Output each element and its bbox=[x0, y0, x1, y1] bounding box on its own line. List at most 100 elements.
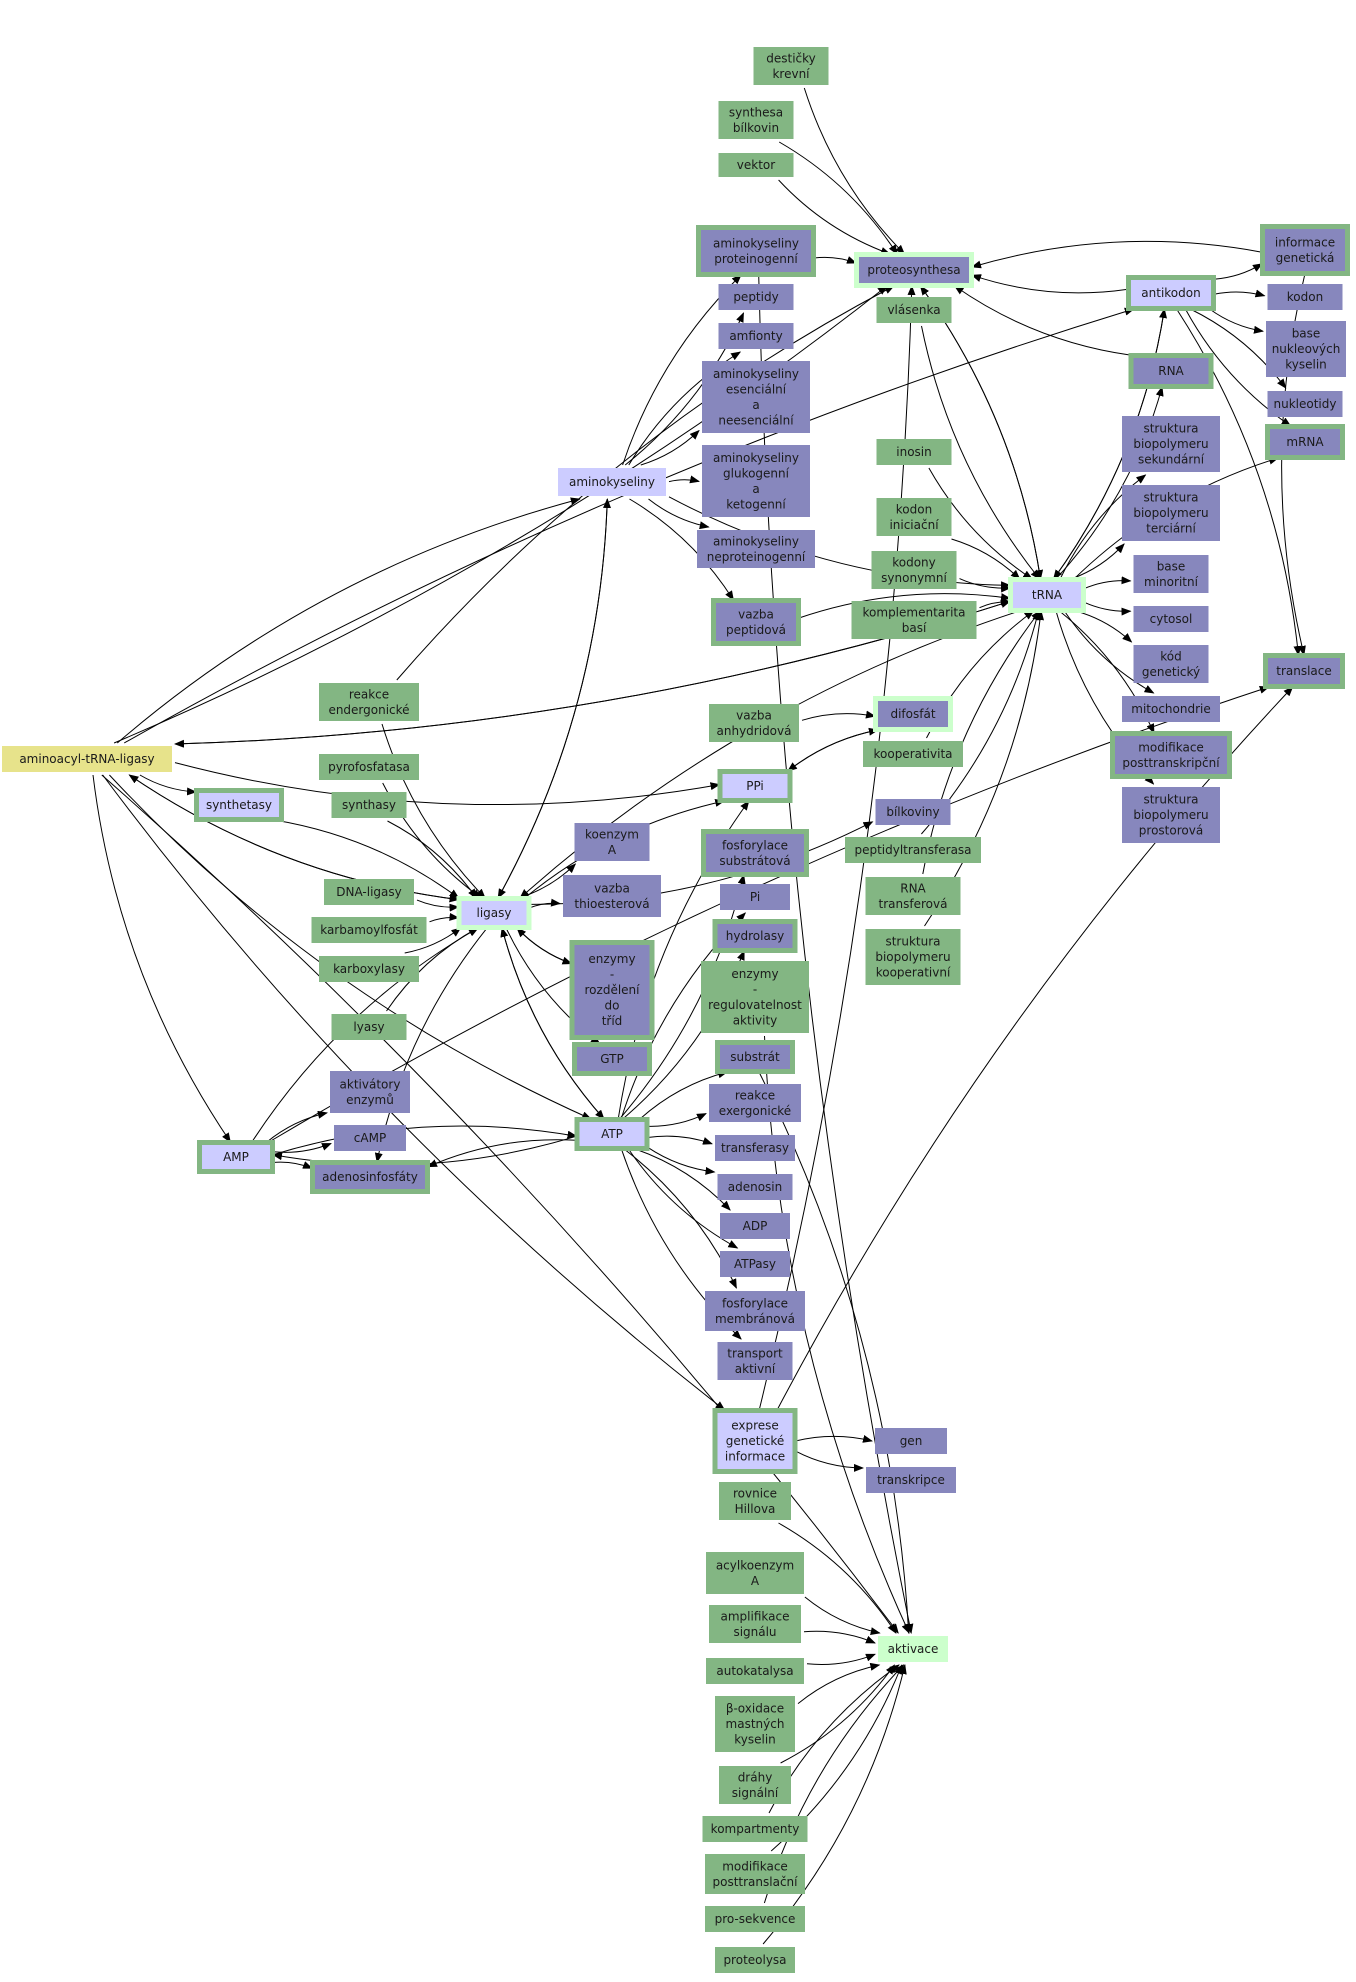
node-karbamoylfosfat[interactable]: karbamoylfosfát bbox=[311, 917, 427, 943]
node-proteosynthesa[interactable]: proteosynthesa bbox=[854, 252, 974, 288]
node-ppi[interactable]: PPi bbox=[717, 769, 793, 803]
node-amfionty[interactable]: amfionty bbox=[718, 323, 794, 349]
node-pro-sekvence[interactable]: pro-sekvence bbox=[705, 1906, 805, 1932]
node-transkripce[interactable]: transkripce bbox=[866, 1467, 956, 1493]
node-atp[interactable]: ATP bbox=[574, 1117, 650, 1151]
node-rna[interactable]: RNA bbox=[1128, 353, 1214, 389]
node-gen[interactable]: gen bbox=[875, 1428, 947, 1454]
node-aminoacyl[interactable]: aminoacyl-tRNA-ligasy bbox=[2, 746, 172, 772]
node-hydrolasy[interactable]: hydrolasy bbox=[712, 919, 798, 953]
node-label: peptidová bbox=[726, 623, 786, 637]
node-label: aktivátory bbox=[340, 1077, 401, 1091]
node-aktivace[interactable]: aktivace bbox=[878, 1636, 948, 1662]
node-translace[interactable]: translace bbox=[1263, 653, 1345, 689]
edge-ligasy-to-koenzym-a bbox=[518, 863, 577, 899]
node-antikodon[interactable]: antikodon bbox=[1126, 275, 1216, 311]
edge-aminoacyl-to-aktivace bbox=[101, 774, 899, 1634]
node-pi[interactable]: Pi bbox=[720, 884, 790, 910]
node-pyrofosfatasa[interactable]: pyrofosfatasa bbox=[319, 754, 419, 780]
node-adenosinfosfaty[interactable]: adenosinfosfáty bbox=[310, 1160, 430, 1194]
node-nukleotidy[interactable]: nukleotidy bbox=[1267, 391, 1343, 417]
node-adp[interactable]: ADP bbox=[720, 1213, 790, 1239]
node-dna-ligasy[interactable]: DNA-ligasy bbox=[324, 879, 414, 905]
node-trna[interactable]: tRNA bbox=[1008, 577, 1086, 613]
node-box bbox=[702, 361, 810, 433]
node-synthasy[interactable]: synthasy bbox=[331, 792, 407, 818]
node-camp[interactable]: cAMP bbox=[334, 1125, 406, 1151]
node-vlasenka[interactable]: vlásenka bbox=[876, 297, 952, 323]
node-peptidy[interactable]: peptidy bbox=[718, 284, 794, 310]
node-aminokyseliny[interactable]: aminokyseliny bbox=[558, 468, 666, 496]
node-synthetasy[interactable]: synthetasy bbox=[194, 788, 284, 822]
node-label: esenciální bbox=[726, 382, 787, 396]
node-proteolysa[interactable]: proteolysa bbox=[715, 1947, 795, 1973]
node-box bbox=[705, 1854, 805, 1894]
node-gtp[interactable]: GTP bbox=[572, 1042, 652, 1076]
node-kooperativita[interactable]: kooperativita bbox=[863, 741, 963, 767]
edges-layer bbox=[92, 87, 1306, 1945]
node-label: struktura bbox=[1143, 793, 1198, 807]
node-atpasy[interactable]: ATPasy bbox=[720, 1251, 790, 1277]
node-mitochondrie[interactable]: mitochondrie bbox=[1122, 696, 1220, 722]
node-difosfat[interactable]: difosfát bbox=[873, 696, 953, 732]
node-amp[interactable]: AMP bbox=[197, 1140, 275, 1174]
node-ligasy[interactable]: ligasy bbox=[456, 896, 532, 930]
node-bilkoviny[interactable]: bílkoviny bbox=[875, 799, 951, 825]
node-adenosin[interactable]: adenosin bbox=[717, 1174, 793, 1200]
node-substrat[interactable]: substrát bbox=[715, 1040, 795, 1074]
node-karboxylasy[interactable]: karboxylasy bbox=[319, 956, 419, 982]
node-mrna[interactable]: mRNA bbox=[1265, 424, 1345, 460]
node-autokatalysa[interactable]: autokatalysa bbox=[706, 1658, 804, 1684]
node-box bbox=[718, 284, 794, 310]
node-lyasy[interactable]: lyasy bbox=[331, 1014, 407, 1040]
node-vektor[interactable]: vektor bbox=[718, 153, 794, 177]
node-label: posttranslační bbox=[713, 1875, 799, 1889]
node-label: ADP bbox=[743, 1219, 768, 1233]
node-cytosol[interactable]: cytosol bbox=[1133, 606, 1209, 632]
node-peptidyltransferasa[interactable]: peptidyltransferasa bbox=[845, 837, 981, 863]
node-transferasy[interactable]: transferasy bbox=[715, 1135, 795, 1161]
node-kompartmenty[interactable]: kompartmenty bbox=[702, 1816, 808, 1842]
node-inosin[interactable]: inosin bbox=[876, 439, 952, 465]
node-label: biopolymeru bbox=[875, 950, 950, 964]
node-kodon[interactable]: kodon bbox=[1267, 284, 1343, 310]
